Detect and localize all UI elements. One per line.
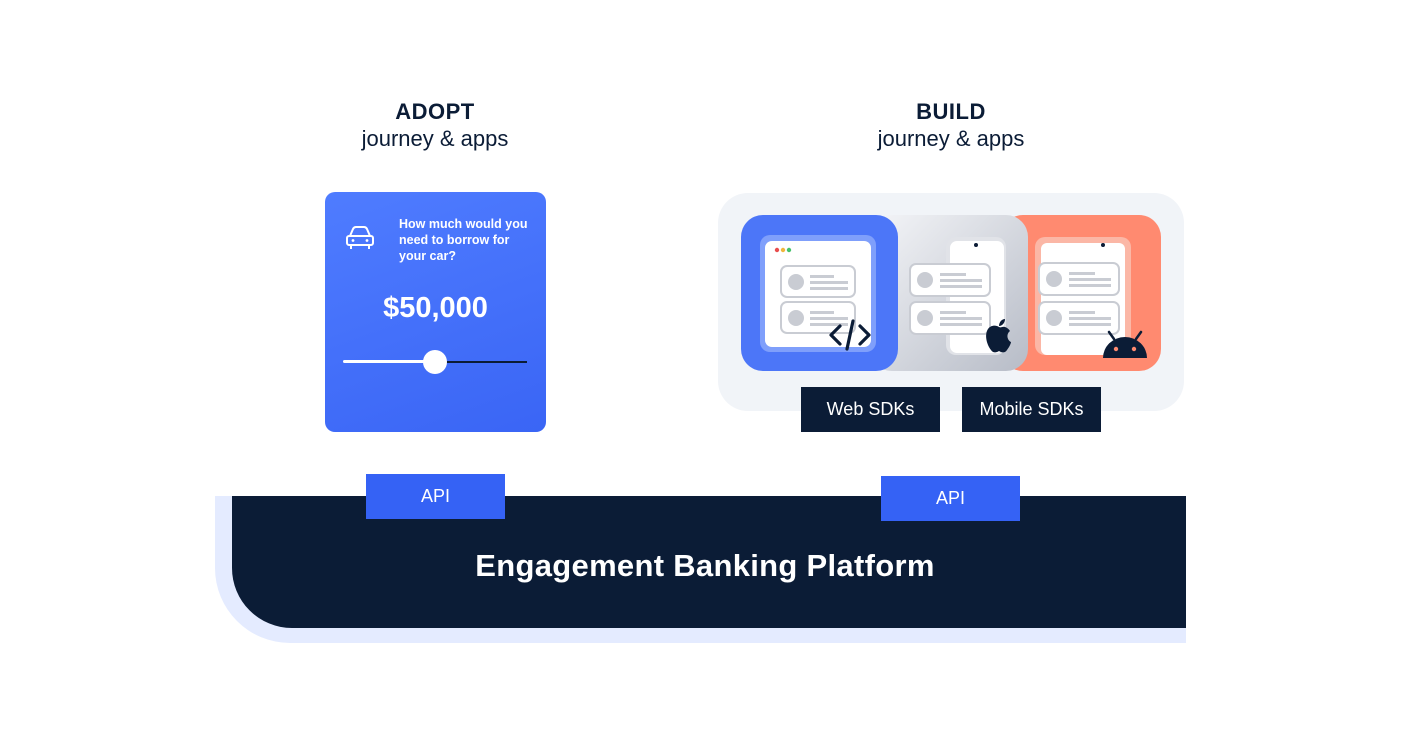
- browser-mockup: [760, 235, 876, 352]
- loan-card: How much would you need to borrow for yo…: [325, 192, 546, 432]
- platform-title: Engagement Banking Platform: [475, 548, 935, 583]
- web-tile: [741, 215, 898, 371]
- api-box-adopt: API: [366, 474, 505, 519]
- android-icon: [1103, 330, 1147, 358]
- adopt-title: ADOPT: [395, 99, 475, 124]
- mobile-sdks-label: Mobile SDKs: [962, 387, 1101, 432]
- car-icon: [346, 226, 374, 249]
- loan-amount: $50,000: [383, 292, 488, 324]
- build-title: BUILD: [916, 99, 986, 124]
- build-subtitle: journey & apps: [877, 126, 1025, 151]
- slider-track-empty: [435, 361, 527, 363]
- adopt-heading: ADOPT journey & apps: [275, 98, 595, 152]
- slider-track-filled: [343, 360, 435, 363]
- slider-thumb[interactable]: [423, 350, 447, 374]
- android-phone-mockup: [1035, 237, 1131, 355]
- adopt-subtitle: journey & apps: [361, 126, 509, 151]
- apple-icon: [986, 319, 1011, 353]
- api-box-build: API: [881, 476, 1020, 521]
- code-icon: [829, 319, 871, 351]
- web-sdks-label: Web SDKs: [801, 387, 940, 432]
- ios-phone-mockup: [909, 237, 1006, 355]
- build-heading: BUILD journey & apps: [791, 98, 1111, 152]
- loan-question: How much would you need to borrow for yo…: [399, 217, 528, 263]
